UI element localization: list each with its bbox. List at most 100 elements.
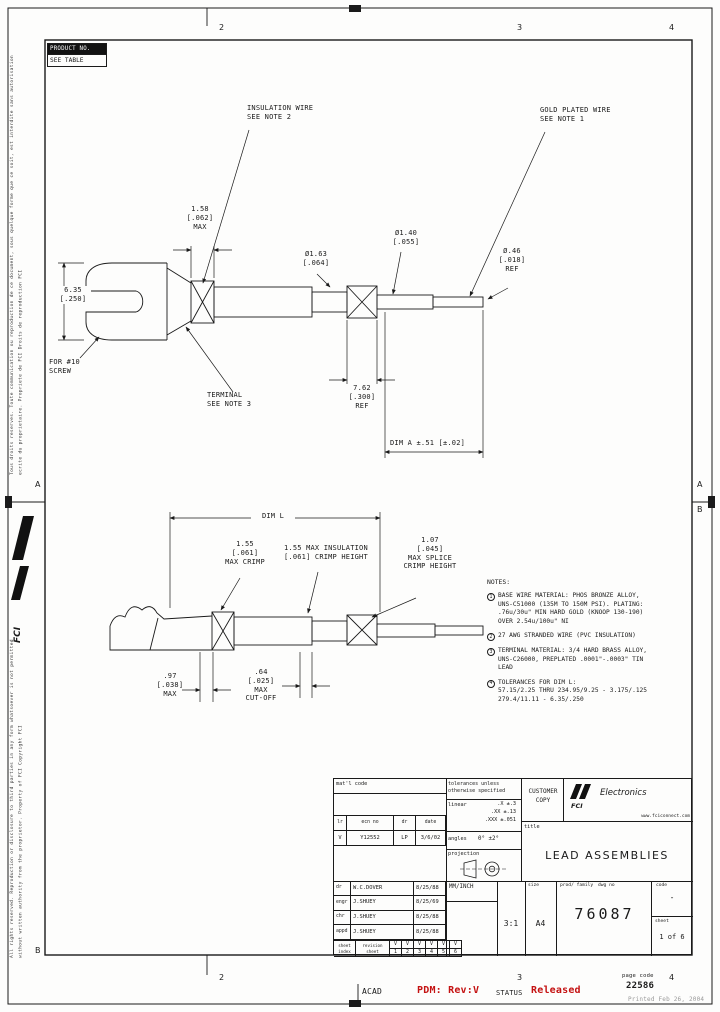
- dim-splice-length: 7.62 [.300] REF: [342, 384, 382, 411]
- note-number-icon: 1: [487, 593, 495, 601]
- note-text: 27 AWG STRANDED WIRE (PVC INSULATION): [498, 632, 636, 640]
- sheet-rev: V: [390, 941, 402, 949]
- brand-name: Electronics: [600, 788, 647, 798]
- dim-cutoff: .64 [.025] MAX CUT-OFF: [245, 668, 277, 703]
- assembly-side-view: [85, 262, 484, 341]
- proprietary-notice-en: All rights reserved. Reproduction or dis…: [10, 639, 24, 958]
- zone-number-top-2: 2: [219, 23, 225, 32]
- dim-l: DIM L: [251, 512, 295, 521]
- angles-label: angles: [448, 836, 467, 842]
- centering-ticks: [5, 5, 715, 1007]
- sheet-number: 6: [450, 949, 462, 957]
- sheet-number: 1: [390, 949, 402, 957]
- rev-cell-dr: LP: [394, 831, 416, 846]
- acad-label: ACAD: [362, 987, 383, 996]
- sheet-rev: V: [402, 941, 414, 949]
- pdm-revision: PDM: Rev:V: [417, 985, 480, 996]
- zone-number-bottom-3: 3: [517, 973, 523, 982]
- zone-number-top-3: 3: [517, 23, 523, 32]
- signature-table: dr W.C.DOVER 8/25/88 engr J.SHUEY 8/25/6…: [334, 881, 446, 940]
- brand-website: www.fciconnect.com: [641, 814, 690, 819]
- note-number-icon: 3: [487, 648, 495, 657]
- rev-header-ecn: ecn no: [347, 816, 394, 831]
- notes-block: NOTES: 1 BASE WIRE MATERIAL: PHOS BRONZE…: [487, 578, 657, 704]
- sheet-rev: V: [414, 941, 426, 949]
- fci-logo-icon: [570, 784, 591, 799]
- printed-date: Printed Feb 26, 2004: [628, 996, 705, 1003]
- sheet-label: sheet: [655, 919, 669, 924]
- fci-logo-text: FCI: [571, 802, 583, 810]
- sig-name: J.SHUEY: [351, 925, 414, 940]
- rev-header-dr: dr: [394, 816, 416, 831]
- matl-code-label: mat'l code: [336, 781, 368, 787]
- zone-letter-b-left: B: [35, 946, 41, 955]
- sheet-rev: V: [426, 941, 438, 949]
- sig-name: J.SHUEY: [351, 910, 414, 926]
- product-no-value: SEE TABLE: [48, 54, 106, 66]
- zone-letter-a-right: A: [697, 480, 703, 489]
- linear-label: linear: [448, 802, 467, 808]
- note-item: 4 TOLERANCES FOR DIM L: 57.15/2.25 THRU …: [487, 679, 657, 705]
- fci-logo-side-text: FCI: [13, 626, 23, 643]
- code-value: -: [669, 893, 675, 902]
- note-number-icon: 4: [487, 679, 495, 688]
- sheet-rev: V: [438, 941, 450, 949]
- proprietary-notice-fr: Tous droits reserves. Toute communicatio…: [10, 55, 24, 475]
- sig-date: 8/25/88: [414, 881, 446, 896]
- note-number-icon: 2: [487, 633, 495, 642]
- prod-family-label: prod/ family: [560, 883, 594, 888]
- revision-table: lr ecn no dr date V Y12552 LP 3/6/02: [334, 815, 446, 846]
- page-code-label: page code: [622, 973, 654, 979]
- title-block: mat'l code tolerances unless otherwise s…: [333, 778, 693, 957]
- units-label: MM/INCH: [449, 884, 474, 890]
- note-text: BASE WIRE MATERIAL: PHOS BRONZE ALLOY, U…: [498, 592, 644, 625]
- fci-logo-side-icon: [11, 516, 34, 600]
- page-code-value: 22586: [626, 981, 655, 991]
- zone-number-bottom-4: 4: [669, 973, 675, 982]
- linear-tolerances: .X ±.3 .XX ±.13 .XXX ±.051: [484, 801, 516, 823]
- product-no-label: PRODUCT NO.: [48, 44, 106, 54]
- size-label: size: [528, 883, 540, 888]
- zone-number-bottom-2: 2: [219, 973, 225, 982]
- sig-date: 8/25/88: [414, 910, 446, 926]
- view2-dimension-lines: [169, 512, 417, 702]
- dim-crimp-height: 1.55 [.061] MAX CRIMP: [225, 540, 265, 566]
- note-text: TOLERANCES FOR DIM L: 57.15/2.25 THRU 23…: [498, 678, 648, 703]
- dim-insulation-crimp: 1.55 MAX INSULATION [.061] CRIMP HEIGHT: [284, 544, 368, 561]
- customer-copy-label: CUSTOMER COPY: [528, 788, 558, 804]
- callout-terminal: TERMINAL SEE NOTE 3: [207, 391, 252, 408]
- dim-rear-max: .97 [.038] MAX: [156, 672, 184, 698]
- note-item: 2 27 AWG STRANDED WIRE (PVC INSULATION): [487, 632, 657, 642]
- sig-role: dr: [334, 881, 351, 896]
- rev-header-date: date: [416, 816, 446, 831]
- sig-date: 8/25/69: [414, 895, 446, 911]
- sig-name: W.C.DOVER: [351, 881, 414, 896]
- code-label: code: [656, 883, 668, 888]
- sheet-value: 1 of 6: [659, 933, 685, 941]
- dwg-no-value: 76087: [574, 905, 635, 923]
- note-item: 3 TERMINAL MATERIAL: 3/4 HARD BRASS ALLO…: [487, 647, 657, 673]
- notes-heading: NOTES:: [487, 578, 511, 586]
- status-label: STATUS: [496, 989, 523, 997]
- callout-screw: FOR #10 SCREW: [49, 358, 80, 375]
- dim-gold-wire-dia: Ø.46 [.018] REF: [498, 247, 526, 273]
- note-item: 1 BASE WIRE MATERIAL: PHOS BRONZE ALLOY,…: [487, 592, 657, 626]
- rev-header-lr: lr: [334, 816, 347, 831]
- sheet-number: 5: [438, 949, 450, 957]
- callout-insulation-wire: INSULATION WIRE SEE NOTE 2: [247, 104, 314, 121]
- sheet-number: 3: [414, 949, 426, 957]
- sheet-index-strip: sheet index revision sheet V V V V V V 1…: [334, 940, 462, 957]
- dim-a: DIM A ±.51 [±.02]: [390, 439, 466, 447]
- dim-crimp-length: 1.58 [.062] MAX: [186, 205, 214, 231]
- tolerances-label: tolerances unless otherwise specified: [448, 781, 506, 794]
- zone-letter-a-left: A: [35, 480, 41, 489]
- sig-role: chr: [334, 910, 351, 926]
- projection-label: projection: [448, 851, 480, 857]
- dim-splice-crimp-height: 1.07 [.045] MAX SPLICE CRIMP HEIGHT: [403, 536, 457, 571]
- rev-cell-ecn: Y12552: [347, 831, 394, 846]
- sheet-number: 4: [426, 949, 438, 957]
- assembly-crimp-view: [109, 606, 484, 651]
- dim-fork-width: 6.35 [.250]: [55, 286, 91, 304]
